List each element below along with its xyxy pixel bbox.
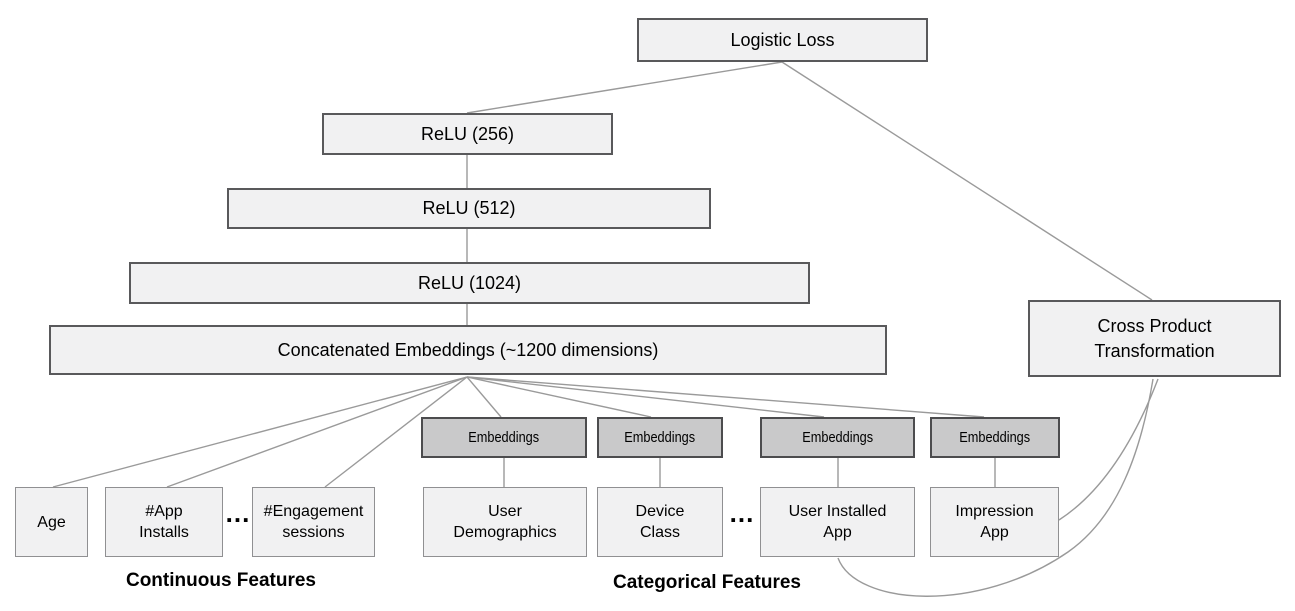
edge-concat-to-age [52,376,468,488]
node-embeddings-impression-app: Embeddings [930,417,1060,458]
node-relu-512-label: ReLU (512) [422,198,516,218]
categorical-features-label: Categorical Features [613,572,801,593]
node-embeddings-label: Embeddings [468,429,540,446]
node-logistic-loss-label: Logistic Loss [730,29,835,50]
edge-concat-to-embeddings-3 [466,376,825,418]
node-app-installs-label-line1: #App [145,503,183,520]
node-user-demographics-label-line1: User [488,503,522,520]
node-device-class-label-line1: Device [635,503,685,520]
continuous-features-ellipsis: ... [225,497,251,528]
node-impression-app: Impression App [930,487,1059,557]
edge-impression-to-cross-product-curve [1058,378,1159,521]
node-age-label: Age [37,513,66,531]
node-embeddings-user-installed-app: Embeddings [760,417,915,458]
node-user-demographics: User Demographics [423,487,587,557]
node-relu-1024-label: ReLU (1024) [417,272,522,293]
node-relu-256-label: ReLU (256) [420,123,515,144]
node-engagement-label-line2: sessions [282,524,345,541]
edge-concat-to-embeddings-1 [466,376,502,418]
edge-concat-to-embeddings-4 [466,376,985,418]
node-embeddings-user-demographics: Embeddings [421,417,587,458]
node-user-demographics-label-line2: Demographics [453,524,557,541]
node-app-installs-label-line2: Installs [139,524,189,541]
edge-concat-to-app-installs [166,376,468,488]
node-user-installed-app-label-line1: User Installed [788,503,887,520]
edge-concat-to-engagement [324,376,468,488]
node-concatenated-embeddings: Concatenated Embeddings (~1200 dimension… [49,325,887,375]
node-cross-product-label-line2: Transformation [1094,340,1215,361]
node-user-installed-app: User Installed App [760,487,915,557]
node-device-class-label-line2: Class [639,524,680,541]
node-embeddings-label: Embeddings [624,429,696,446]
node-cross-product-label-line1: Cross Product [1097,315,1212,336]
node-engagement-label-line1: #Engagement [263,503,364,520]
node-logistic-loss: Logistic Loss [637,18,928,62]
node-relu-256: ReLU (256) [322,113,613,155]
node-embeddings-label: Embeddings [802,429,873,446]
edge-logistic-to-relu256 [466,61,783,114]
node-embeddings-label: Embeddings [959,429,1031,446]
node-impression-app-label-line1: Impression [955,503,1034,520]
node-impression-app-label-line2: App [980,524,1009,541]
edge-concat-to-embeddings-2 [466,376,652,418]
continuous-features-label: Continuous Features [125,570,316,591]
node-embeddings-device-class: Embeddings [597,417,723,458]
edge-logistic-to-cross-product [781,61,1153,301]
node-relu-1024: ReLU (1024) [129,262,810,304]
node-engagement-sessions: #Engagement sessions [252,487,375,557]
node-device-class: Device Class [597,487,723,557]
node-concatenated-embeddings-label: Concatenated Embeddings (~1200 dimension… [277,339,659,360]
node-age: Age [15,487,88,557]
edge-user-installed-to-cross-product-curve [837,378,1154,597]
node-user-installed-app-label-line2: App [823,524,852,541]
categorical-features-ellipsis: ... [729,497,755,528]
node-app-installs: #App Installs [105,487,223,557]
node-relu-512: ReLU (512) [227,188,711,229]
node-cross-product-transformation: Cross Product Transformation [1028,300,1281,377]
